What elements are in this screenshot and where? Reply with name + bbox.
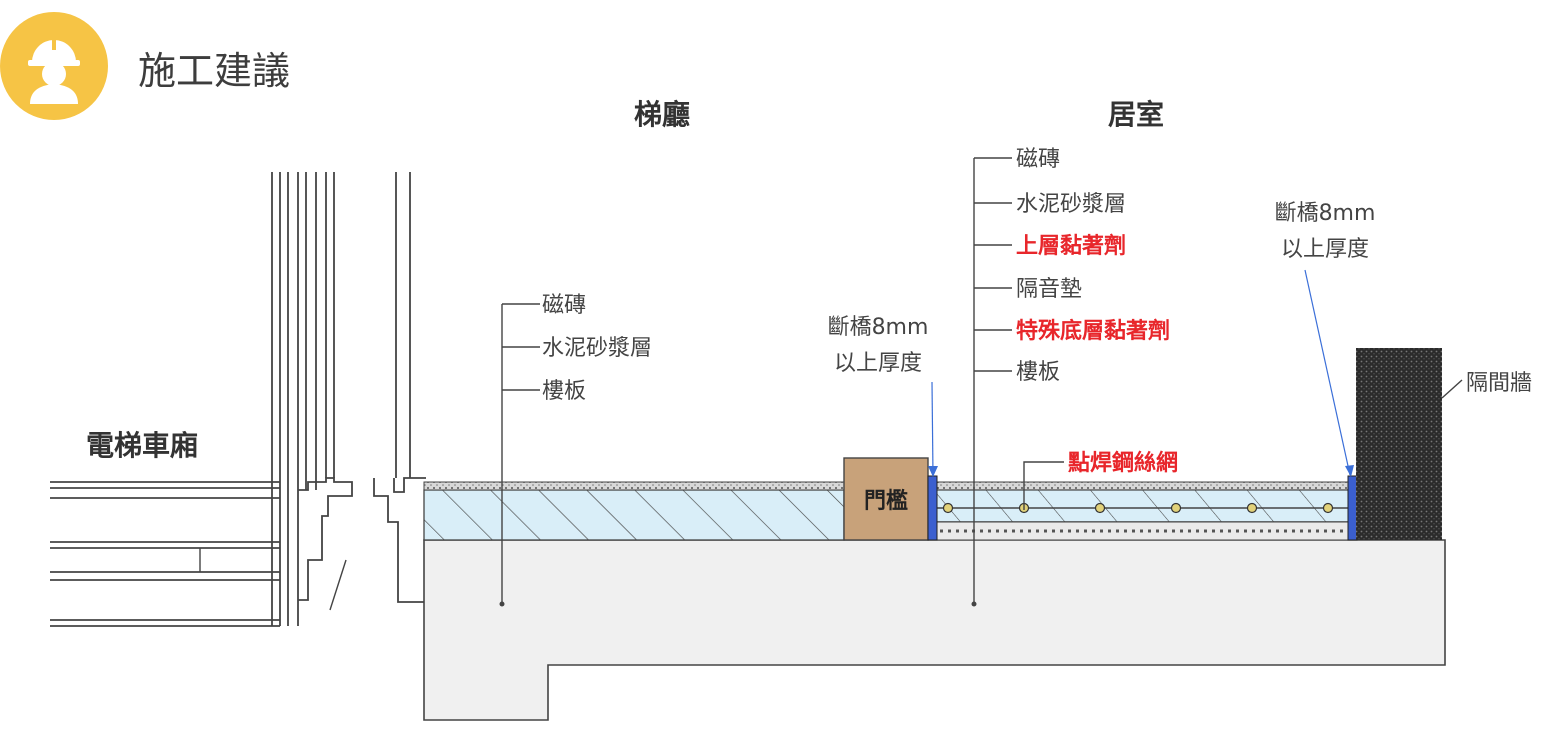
room-layer-1: 磁磚 [1016,147,1060,172]
room-floor-layers [935,481,1351,541]
break-note-left-line1: 斷橋8mm [828,315,929,340]
mesh-leader: 點焊鋼絲網 [1023,450,1178,510]
partition-wall [1356,348,1442,540]
elevator-car-structure [50,172,426,627]
zone-room-label: 居室 [1108,98,1164,131]
threshold: 門檻 [843,457,929,541]
mesh-dot [1170,502,1182,514]
lobby-layer-2: 水泥砂漿層 [542,336,652,361]
room-layer-leader: 磁磚 水泥砂漿層 上層黏著劑 隔音墊 特殊底層黏著劑 樓板 [971,147,1170,607]
room-layer-5: 特殊底層黏著劑 [1016,318,1170,344]
steel-mesh-dots [942,502,1334,514]
break-note-left: 斷橋8mm 以上厚度 [828,315,938,477]
break-note-right-line1: 斷橋8mm [1275,201,1376,226]
break-note-right-line2: 以上厚度 [1281,237,1369,262]
mesh-label: 點焊鋼絲網 [1068,450,1178,476]
worker-figure [28,40,80,104]
lobby-floor-layers [423,481,845,541]
break-strip-right [1347,475,1358,541]
break-strip-left [927,475,938,541]
mesh-dot [1246,502,1258,514]
mesh-dot [942,502,954,514]
floor-slab [423,539,1446,721]
mesh-dot [1094,502,1106,514]
lobby-layer-3: 樓板 [542,379,586,404]
room-layer-3: 上層黏著劑 [1016,233,1126,259]
lobby-layer-1: 磁磚 [542,293,586,318]
zone-elevator-label: 電梯車廂 [86,429,198,462]
room-layer-2: 水泥砂漿層 [1016,192,1126,217]
header: 施工建議 [0,12,290,120]
break-note-left-line2: 以上厚度 [834,351,922,376]
page-title: 施工建議 [138,49,290,93]
partition-wall-label: 隔間牆 [1466,371,1532,396]
threshold-label: 門檻 [864,488,908,514]
room-layer-4: 隔音墊 [1016,277,1082,302]
lobby-layer-leader: 磁磚 水泥砂漿層 樓板 [499,293,652,607]
break-note-right: 斷橋8mm 以上厚度 [1275,201,1376,477]
room-layer-6: 樓板 [1016,360,1060,385]
mesh-dot [1322,502,1334,514]
zone-lobby-label: 梯廳 [634,98,690,131]
